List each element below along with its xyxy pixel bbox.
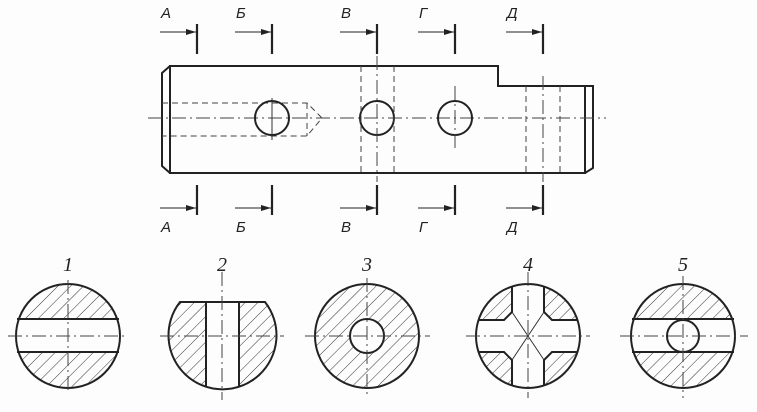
right-chamfer: [584, 85, 594, 174]
section-option-number: 3: [361, 254, 372, 276]
section-1: [8, 280, 128, 392]
section-marker-top: Д: [505, 5, 545, 54]
section-option-labels: 1 2 3 4 5: [63, 254, 688, 276]
section-3: [305, 278, 430, 395]
section-letter: Г: [419, 5, 429, 22]
section-marker-bottom: В: [340, 185, 379, 236]
section-marker-bottom: Д: [505, 185, 545, 236]
section-marker-bottom: Б: [235, 185, 274, 236]
section-letter: Б: [236, 219, 246, 236]
left-chamfer: [161, 65, 171, 174]
section-option-number: 2: [217, 254, 227, 276]
section-letter: В: [341, 219, 351, 236]
section-letter: Д: [505, 5, 518, 22]
shaft-view: [148, 56, 606, 182]
blind-hole: [162, 102, 323, 137]
section-markers: А А Б Б В В Г Г Д Д: [160, 5, 545, 236]
section-letter: Г: [419, 219, 429, 236]
section-option-number: 5: [678, 254, 688, 276]
section-letter: Д: [505, 219, 518, 236]
section-option-number: 4: [523, 254, 533, 276]
section-letter: А: [160, 219, 171, 236]
section-marker-bottom: А: [160, 185, 199, 236]
section-marker-top: А: [160, 5, 199, 54]
section-2: [160, 272, 284, 400]
section-marker-top: В: [340, 5, 379, 54]
section-marker-bottom: Г: [418, 185, 457, 236]
section-5: [620, 276, 748, 398]
section-option-number: 1: [63, 254, 73, 276]
section-marker-top: Г: [418, 5, 457, 54]
section-4: [466, 272, 590, 398]
section-marker-top: Б: [235, 5, 274, 54]
section-letter: Б: [236, 5, 246, 22]
section-letter: А: [160, 5, 171, 22]
section-letter: В: [341, 5, 351, 22]
